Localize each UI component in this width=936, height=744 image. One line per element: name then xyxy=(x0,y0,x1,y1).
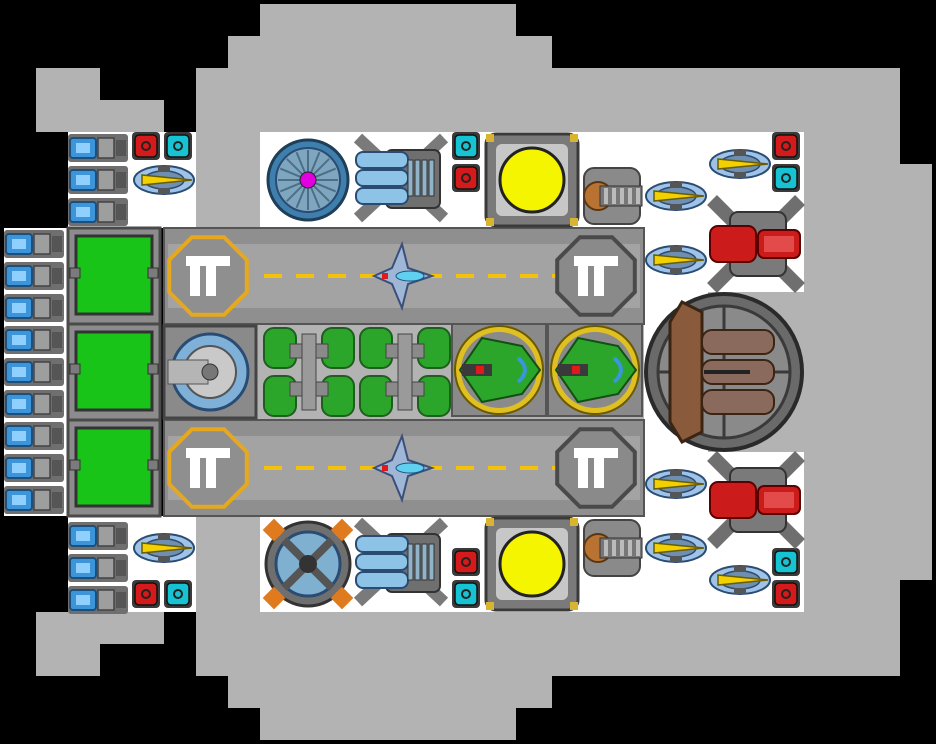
engine-block-icon[interactable] xyxy=(353,133,449,223)
red-light-icon xyxy=(452,164,480,192)
main-thruster-icon[interactable] xyxy=(4,358,64,386)
main-thruster-icon[interactable] xyxy=(68,586,128,614)
main-thruster-icon[interactable] xyxy=(4,454,64,482)
heavy-cannon-icon[interactable] xyxy=(644,292,804,452)
red-turret-icon[interactable] xyxy=(707,451,805,549)
cockpit-icon[interactable] xyxy=(162,324,258,420)
sensor-dish-icon[interactable] xyxy=(266,138,350,222)
cyan-light-icon xyxy=(772,164,800,192)
main-thruster-icon[interactable] xyxy=(68,522,128,550)
cargo-bay-icon[interactable] xyxy=(66,226,162,326)
red-light-icon xyxy=(132,132,160,160)
red-light-icon xyxy=(772,132,800,160)
main-thruster-icon[interactable] xyxy=(68,554,128,582)
yellow-gun-turret-icon[interactable] xyxy=(709,149,771,179)
main-thruster-icon[interactable] xyxy=(4,294,64,322)
cyan-light-icon xyxy=(772,548,800,576)
cyan-light-icon xyxy=(164,580,192,608)
cargo-bay-icon[interactable] xyxy=(66,418,162,518)
red-turret-icon[interactable] xyxy=(707,195,805,293)
yellow-gun-turret-icon[interactable] xyxy=(645,181,707,211)
main-thruster-icon[interactable] xyxy=(4,390,64,418)
main-thruster-icon[interactable] xyxy=(68,134,128,162)
green-fighter-icon[interactable] xyxy=(547,323,643,417)
yellow-gun-turret-icon[interactable] xyxy=(645,533,707,563)
cyan-light-icon xyxy=(164,132,192,160)
yellow-gun-turret-icon[interactable] xyxy=(645,245,707,275)
green-fighter-icon[interactable] xyxy=(451,323,547,417)
parked-fighter-icon[interactable] xyxy=(371,432,436,504)
shield-generator-icon[interactable] xyxy=(262,518,354,610)
main-thruster-icon[interactable] xyxy=(4,422,64,450)
landing-pad-icon[interactable] xyxy=(555,427,637,509)
red-light-icon xyxy=(452,548,480,576)
main-thruster-icon[interactable] xyxy=(4,230,64,258)
main-thruster-icon[interactable] xyxy=(4,486,64,514)
landing-pad-icon[interactable] xyxy=(167,235,249,317)
railgun-icon[interactable] xyxy=(583,167,643,225)
reactor-icon[interactable] xyxy=(484,516,580,612)
cyan-light-icon xyxy=(452,580,480,608)
fuel-tank-icon[interactable] xyxy=(263,327,355,417)
cyan-light-icon xyxy=(452,132,480,160)
cargo-bay-icon[interactable] xyxy=(66,322,162,422)
main-thruster-icon[interactable] xyxy=(68,166,128,194)
reactor-icon[interactable] xyxy=(484,132,580,228)
yellow-gun-turret-icon[interactable] xyxy=(133,533,195,563)
railgun-icon[interactable] xyxy=(583,519,643,577)
engine-block-icon[interactable] xyxy=(353,517,449,607)
yellow-gun-turret-icon[interactable] xyxy=(133,165,195,195)
main-thruster-icon[interactable] xyxy=(4,326,64,354)
main-thruster-icon[interactable] xyxy=(4,262,64,290)
parked-fighter-icon[interactable] xyxy=(371,240,436,312)
main-thruster-icon[interactable] xyxy=(68,198,128,226)
fuel-tank-icon[interactable] xyxy=(359,327,451,417)
red-light-icon xyxy=(132,580,160,608)
red-light-icon xyxy=(772,580,800,608)
landing-pad-icon[interactable] xyxy=(555,235,637,317)
landing-pad-icon[interactable] xyxy=(167,427,249,509)
yellow-gun-turret-icon[interactable] xyxy=(645,469,707,499)
yellow-gun-turret-icon[interactable] xyxy=(709,565,771,595)
